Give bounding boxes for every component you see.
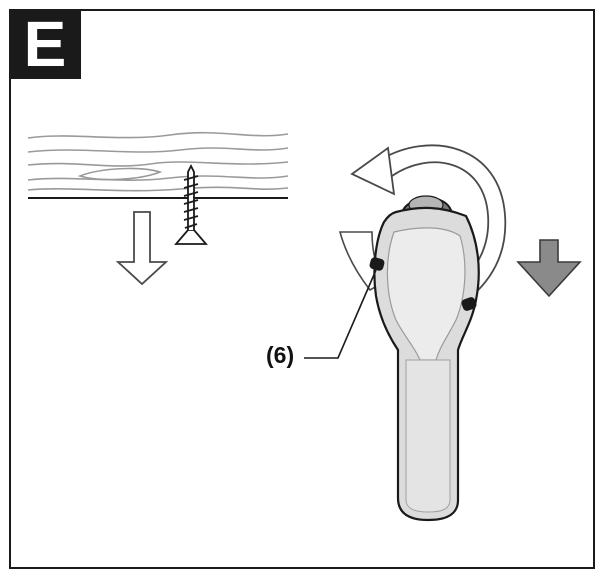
figure-badge: E	[9, 9, 81, 79]
screwdriver-tool-icon	[373, 195, 480, 522]
down-arrow-outline-icon	[115, 211, 169, 286]
side-button-left	[369, 257, 385, 271]
screw-icon	[174, 163, 208, 245]
figure-frame	[9, 9, 595, 569]
callout-label-6: (6)	[266, 342, 295, 368]
down-arrow-filled-icon	[516, 239, 582, 298]
side-button-right	[461, 297, 477, 311]
callout-leader-line	[304, 269, 377, 359]
wood-board	[27, 131, 289, 192]
